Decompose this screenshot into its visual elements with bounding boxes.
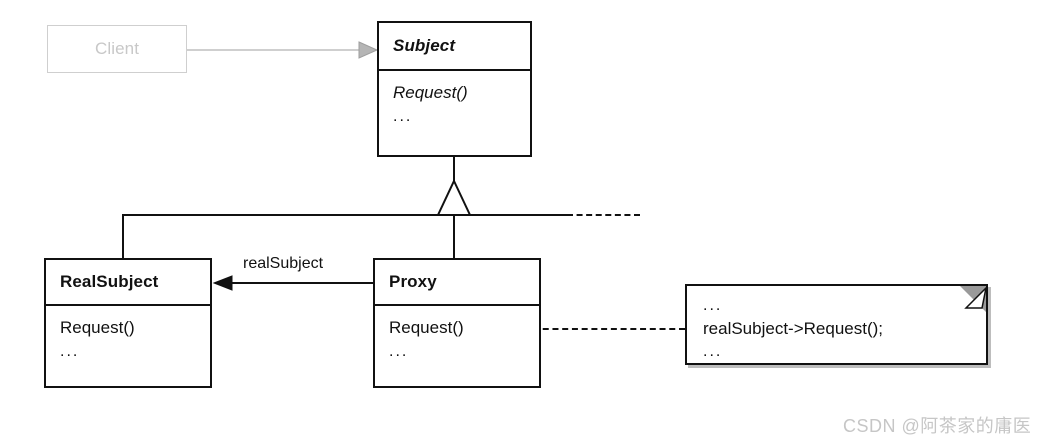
note-fold-corner-icon — [960, 286, 986, 312]
subject-generalization-stem — [453, 157, 455, 183]
client-to-subject-line — [185, 49, 365, 51]
operation-item: Request() — [389, 318, 464, 337]
operations-compartment-realsubject: Request() ... — [46, 306, 210, 364]
compartment-divider — [375, 304, 539, 306]
class-name-client: Client — [94, 39, 140, 58]
proxy-realsubject-association-line — [228, 282, 374, 284]
operation-item: ... — [60, 343, 80, 360]
operation-item: Request() — [393, 83, 468, 102]
generalization-triangle-icon — [436, 178, 472, 216]
generalization-drop-realsubject — [122, 214, 124, 260]
csdn-watermark: CSDN @阿茶家的庸医 — [843, 416, 1032, 436]
class-name-proxy: Proxy — [389, 272, 437, 291]
operation-item: Request() — [60, 318, 135, 337]
operation-item: ... — [389, 343, 409, 360]
note-line: ... — [703, 343, 723, 360]
operation-item: ... — [393, 108, 413, 125]
class-box-proxy[interactable]: Proxy Request() ... — [373, 258, 541, 388]
note-box-proxy-request[interactable]: ... realSubject->Request(); ... — [685, 284, 988, 365]
note-link-dashed-line — [533, 328, 685, 330]
generalization-horizontal-bar — [122, 214, 567, 216]
class-box-client[interactable]: Client — [47, 25, 187, 73]
class-box-realsubject[interactable]: RealSubject Request() ... — [44, 258, 212, 388]
compartment-divider — [46, 304, 210, 306]
note-line: ... — [703, 297, 723, 314]
edge-label-realsubject: realSubject — [243, 255, 324, 272]
note-line: realSubject->Request(); — [703, 319, 884, 338]
class-box-subject[interactable]: Subject Request() ... — [377, 21, 532, 157]
class-name-subject: Subject — [393, 36, 456, 55]
note-text-body: ... realSubject->Request(); ... — [687, 286, 986, 363]
operations-compartment-proxy: Request() ... — [375, 306, 539, 364]
client-association-arrowhead — [358, 41, 379, 59]
generalization-drop-proxy — [453, 214, 455, 260]
compartment-divider — [379, 69, 530, 71]
generalization-bar-dashed-extension — [567, 214, 640, 216]
operations-compartment-subject: Request() ... — [379, 71, 530, 129]
class-name-realsubject: RealSubject — [60, 272, 159, 291]
